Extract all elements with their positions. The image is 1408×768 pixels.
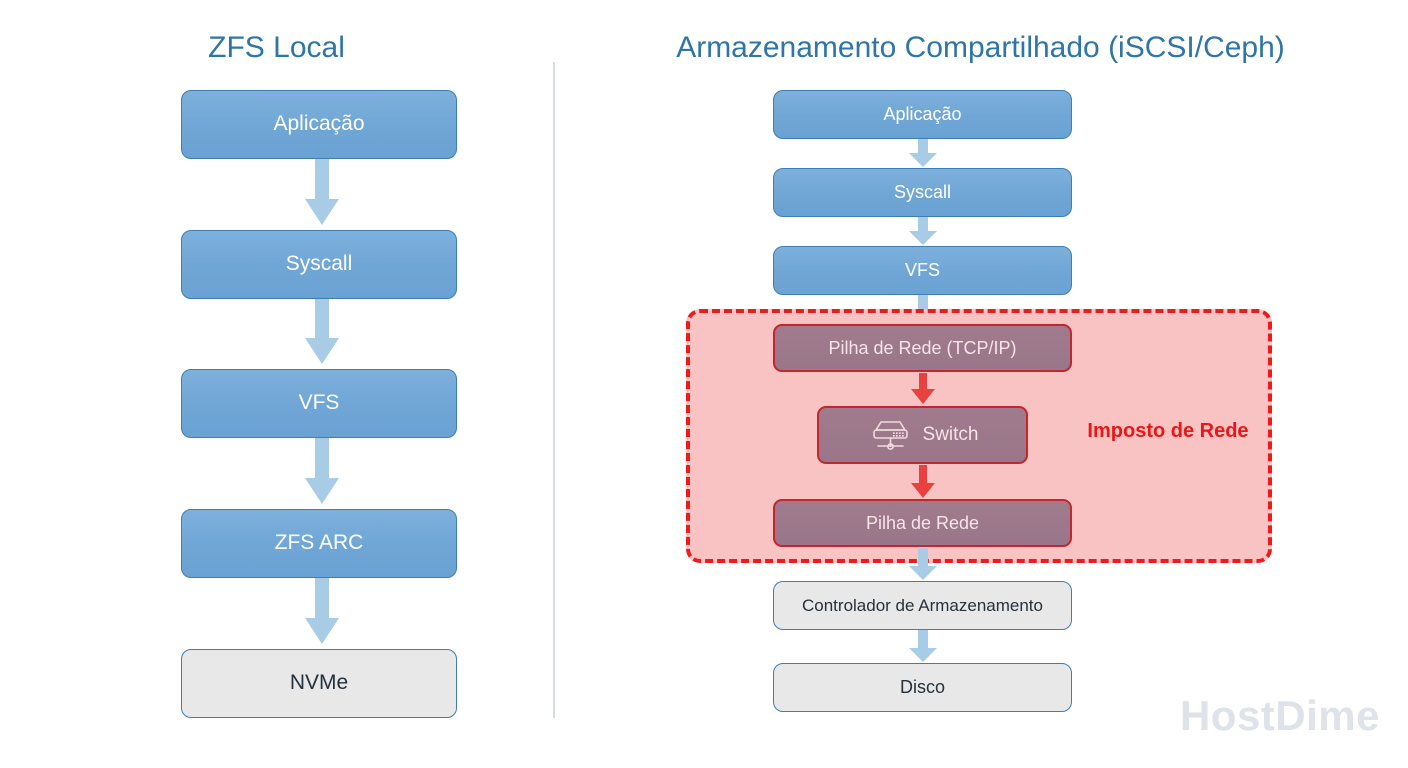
left-arrow-0 xyxy=(305,159,339,230)
network-switch-icon xyxy=(867,417,911,453)
network-tax-arrow-1 xyxy=(911,465,935,499)
right-node-disco[interactable]: Disco xyxy=(773,663,1072,712)
switch-label: Switch xyxy=(922,424,979,446)
right-node-vfs[interactable]: VFS xyxy=(773,246,1072,295)
right-node-switch[interactable]: Switch xyxy=(817,406,1028,464)
left-arrow-1 xyxy=(305,299,339,369)
right-arrow-4 xyxy=(909,630,937,663)
right-arrow-1 xyxy=(909,217,937,246)
left-arrow-2 xyxy=(305,438,339,509)
right-node-controlador-de-armazenamento[interactable]: Controlador de Armazenamento xyxy=(773,581,1072,630)
switch-content: Switch xyxy=(867,417,979,453)
column-divider xyxy=(553,62,555,718)
right-node-pilha-de-rede[interactable]: Pilha de Rede xyxy=(773,499,1072,547)
left-arrow-3 xyxy=(305,578,339,649)
hostdime-logo: HostDime xyxy=(1179,692,1380,739)
right-arrow-0 xyxy=(909,139,937,168)
right-node-aplicacao[interactable]: Aplicação xyxy=(773,90,1072,139)
left-node-syscall[interactable]: Syscall xyxy=(181,230,457,299)
left-node-aplicacao[interactable]: Aplicação xyxy=(181,90,457,159)
left-node-zfs-arc[interactable]: ZFS ARC xyxy=(181,509,457,578)
right-arrow-3 xyxy=(909,548,937,581)
left-column-title: ZFS Local xyxy=(208,31,345,64)
right-node-syscall[interactable]: Syscall xyxy=(773,168,1072,217)
right-node-pilha-de-rede-tcpip[interactable]: Pilha de Rede (TCP/IP) xyxy=(773,324,1072,372)
left-node-vfs[interactable]: VFS xyxy=(181,369,457,438)
network-tax-label: Imposto de Rede xyxy=(1087,420,1249,442)
network-tax-arrow-0 xyxy=(911,373,935,405)
right-column-title: Armazenamento Compartilhado (iSCSI/Ceph) xyxy=(676,31,1285,64)
left-node-nvme[interactable]: NVMe xyxy=(181,649,457,718)
